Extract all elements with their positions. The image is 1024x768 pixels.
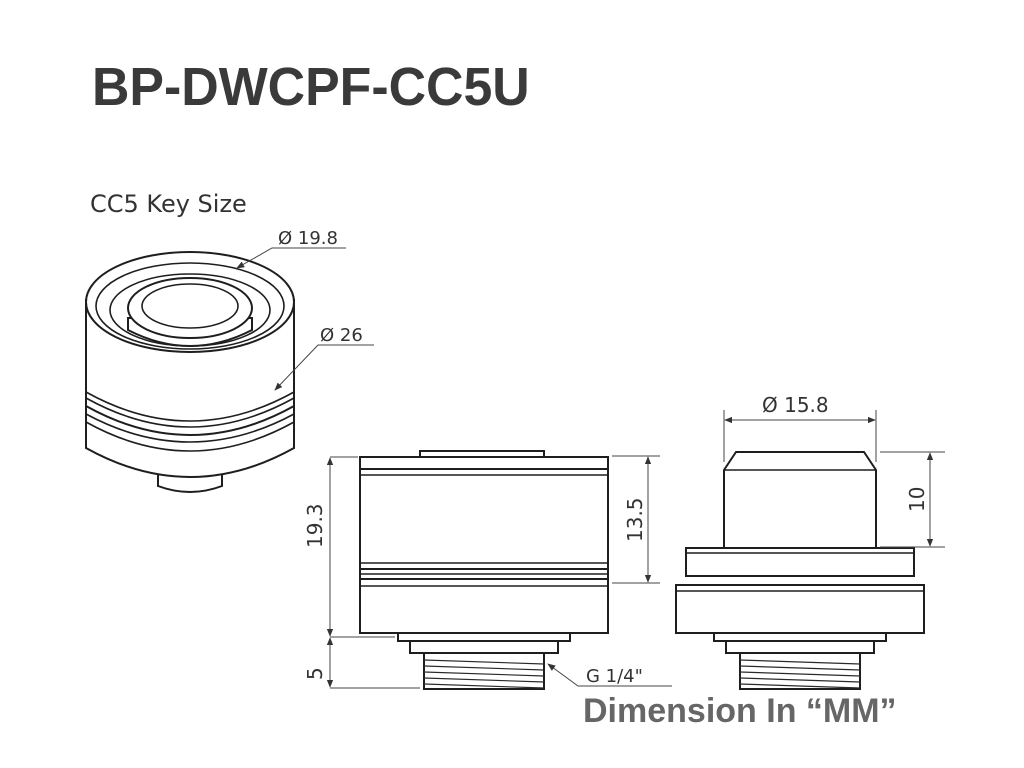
cap-diameter-label: Ø 15.8 xyxy=(762,393,829,417)
cap-height-label: 10 xyxy=(905,487,929,512)
inner-diameter-label: Ø 19.8 xyxy=(278,228,338,249)
outer-diameter-label: Ø 26 xyxy=(320,325,363,346)
side-view-with-cap xyxy=(675,410,945,690)
body-height-label: 13.5 xyxy=(623,497,647,542)
key-size-label: CC5 Key Size xyxy=(90,190,247,218)
thread-length-label: 5 xyxy=(303,667,327,680)
product-title: BP-DWCPF-CC5U xyxy=(92,57,530,117)
units-note: Dimension In “MM” xyxy=(583,692,897,730)
front-side-view xyxy=(326,450,672,690)
isometric-fitting-view xyxy=(85,247,374,493)
thread-size-label: G 1/4" xyxy=(586,666,643,687)
total-height-label: 19.3 xyxy=(303,503,327,548)
